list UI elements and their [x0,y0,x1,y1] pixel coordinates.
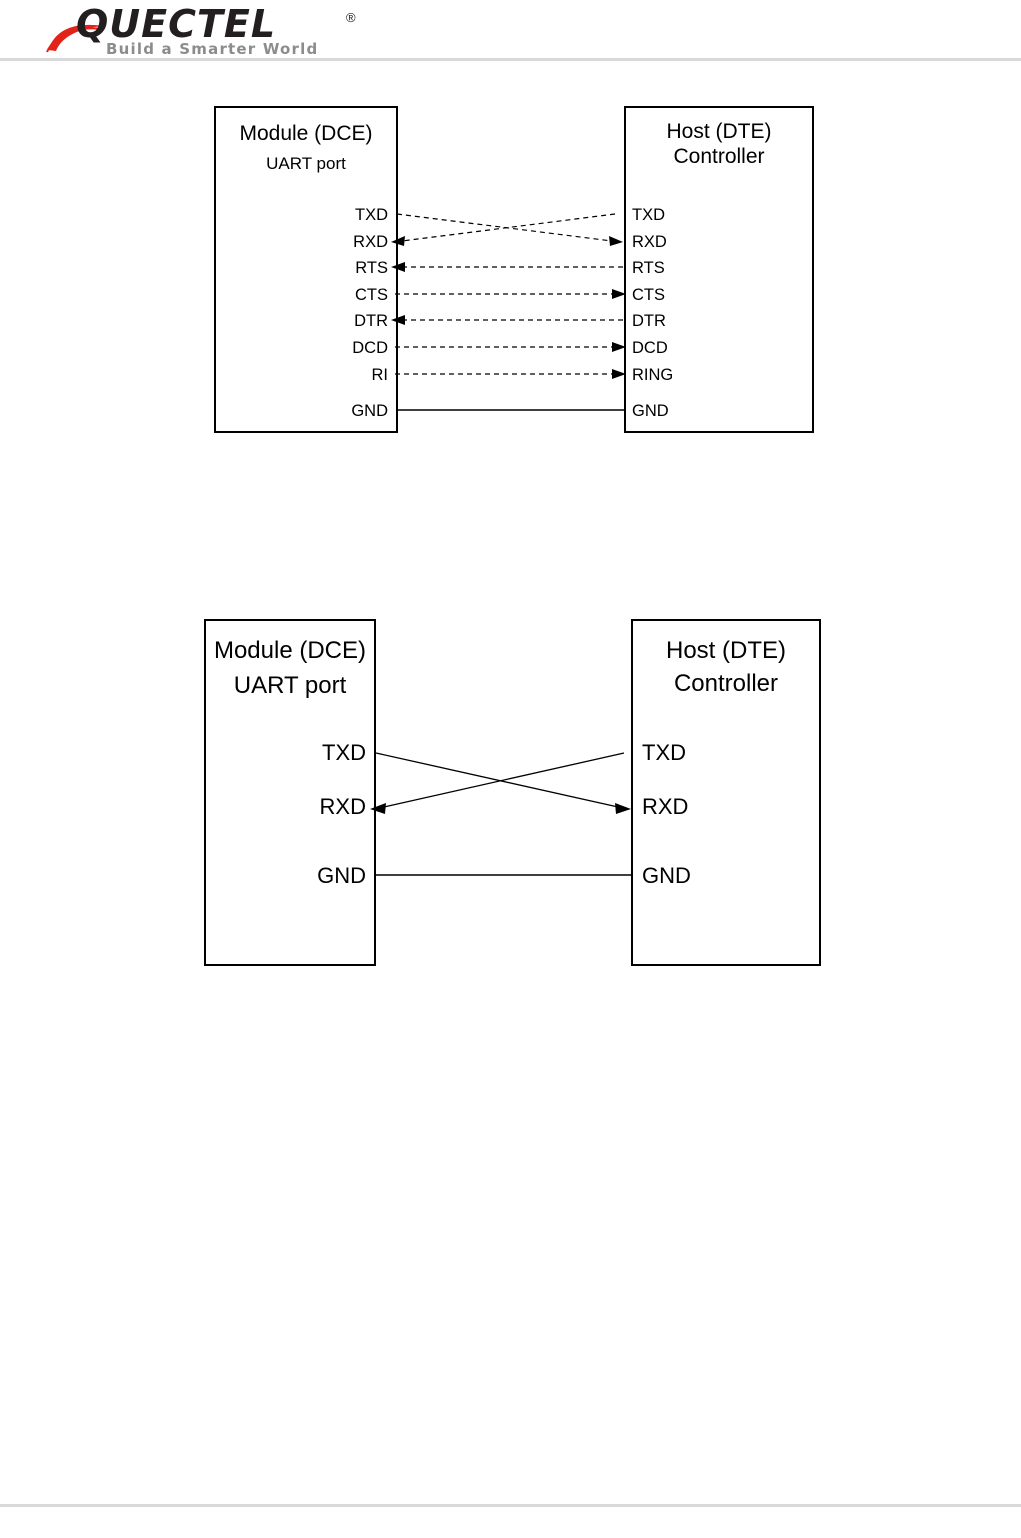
pin-label-right-cts: CTS [632,286,665,304]
pin-label-left-rxd: RXD [353,233,388,251]
arrow-head-txd-to-rxd-2 [615,803,631,814]
module-dce-box-2 [204,619,376,966]
page-header: QUECTEL ® Build a Smarter World [0,0,1021,61]
pin-label-right-gnd: GND [632,402,669,420]
host-box-title-2: Host (DTE) [666,637,786,664]
pin-label-right-txd-2: TXD [642,740,686,765]
wire-txd-to-rxd-2 [375,752,619,808]
arrow-head-host-txd-to-module-rxd-2 [370,803,386,814]
pin-label-left-rxd-2: RXD [320,794,366,819]
host-dte-box-2 [631,619,821,966]
diagram-uart-three-wire: Module (DCE) UART port Host (DTE) Contro… [180,608,860,978]
logo-tagline: Build a Smarter World [106,40,319,58]
quectel-logo: QUECTEL ® Build a Smarter World [24,2,364,58]
pin-label-right-rxd: RXD [632,233,667,251]
pin-label-right-gnd-2: GND [642,863,691,888]
pin-label-left-ri: RI [372,366,389,384]
logo-swoosh-icon [46,24,104,53]
arrow-head-host-txd-to-module-rxd [391,236,405,246]
pin-label-left-dtr: DTR [354,312,388,330]
diagram-uart-full-handshake: Module (DCE) UART port Host (DTE) Contro… [180,95,860,455]
host-box-subtitle: Controller [673,145,764,168]
host-box-title: Host (DTE) [667,120,772,143]
arrow-head-ring [612,369,626,379]
pin-label-right-rts: RTS [632,259,665,277]
arrow-head-txd-to-rxd [609,236,623,246]
pin-label-left-txd-2: TXD [322,740,366,765]
arrow-head-dcd [612,342,626,352]
pin-label-left-gnd-2: GND [317,863,366,888]
pin-label-right-dcd: DCD [632,339,668,357]
pin-label-left-rts: RTS [355,259,388,277]
arrow-head-cts [612,289,626,299]
module-dce-box [214,106,398,433]
pin-label-left-dcd: DCD [352,339,388,357]
footer-divider [0,1504,1021,1507]
module-box-subtitle-2: UART port [234,672,347,699]
logo-registered-mark: ® [346,10,356,25]
pin-label-right-txd: TXD [632,206,665,224]
logo-wordmark: QUECTEL [76,2,277,46]
pin-label-right-rxd-2: RXD [642,794,688,819]
pin-label-left-txd: TXD [355,206,388,224]
arrow-head-dtr [391,315,405,325]
module-box-subtitle: UART port [266,154,346,173]
wire-host-txd-to-module-rxd-2 [383,752,625,808]
module-box-title: Module (DCE) [239,122,372,145]
host-dte-box [624,106,814,433]
pin-label-left-gnd: GND [351,402,388,420]
pin-label-right-dtr: DTR [632,312,666,330]
module-box-title-2: Module (DCE) [214,637,366,664]
pin-label-left-cts: CTS [355,286,388,304]
arrow-head-rts [391,262,405,272]
pin-label-right-ring: RING [632,366,673,384]
host-box-subtitle-2: Controller [674,670,778,697]
header-divider [0,58,1021,61]
